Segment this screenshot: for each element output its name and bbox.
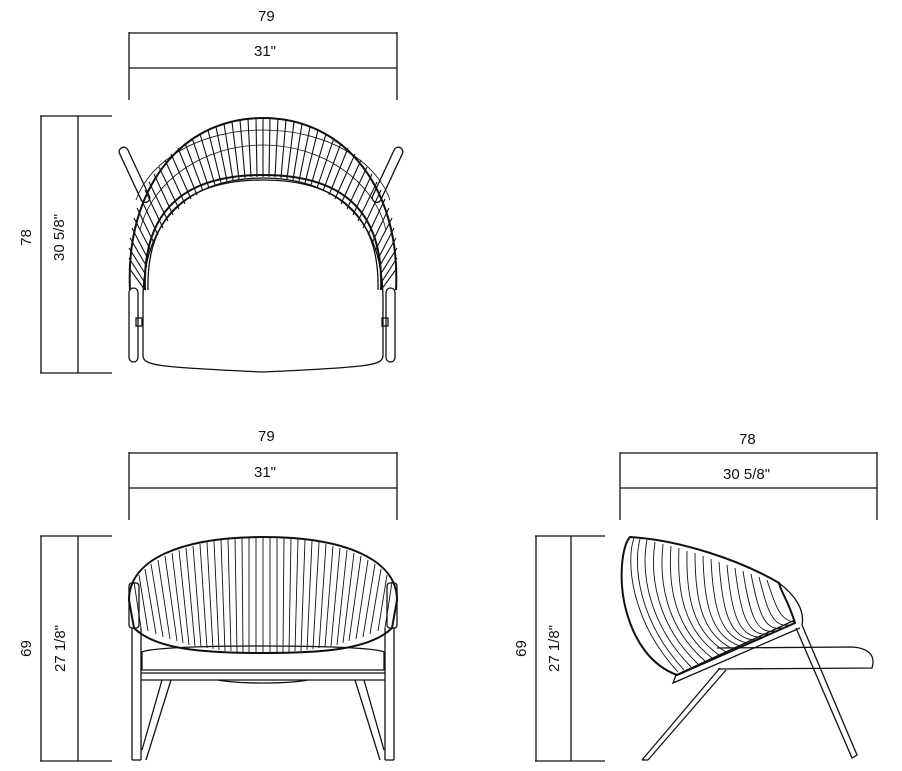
top-width-cm-label: 79 [258, 8, 275, 25]
top-depth-cm-label: 78 [17, 229, 35, 246]
top-width-in-label: 31" [254, 43, 277, 60]
side-view-depth-dimension [619, 452, 878, 520]
top-depth-in-label: 30 5/8" [51, 213, 69, 262]
front-height-cm-label: 69 [17, 640, 35, 657]
front-width-in-label: 31" [254, 464, 277, 481]
chair-top-view [118, 116, 404, 373]
side-depth-cm-label: 78 [739, 431, 756, 448]
front-height-in-label: 27 1/8" [52, 624, 70, 673]
side-view-height-dimension [535, 535, 605, 762]
side-height-cm-label: 69 [512, 640, 530, 657]
front-view-width-dimension [128, 452, 398, 520]
chair-side-view [620, 535, 874, 761]
top-view-depth-dimension [40, 115, 112, 374]
side-depth-in-label: 30 5/8" [723, 466, 771, 483]
top-view-width-dimension [128, 32, 398, 100]
front-width-cm-label: 79 [258, 428, 275, 445]
side-height-in-label: 27 1/8" [546, 624, 564, 673]
chair-front-view [127, 535, 399, 761]
front-view-height-dimension [40, 535, 112, 762]
